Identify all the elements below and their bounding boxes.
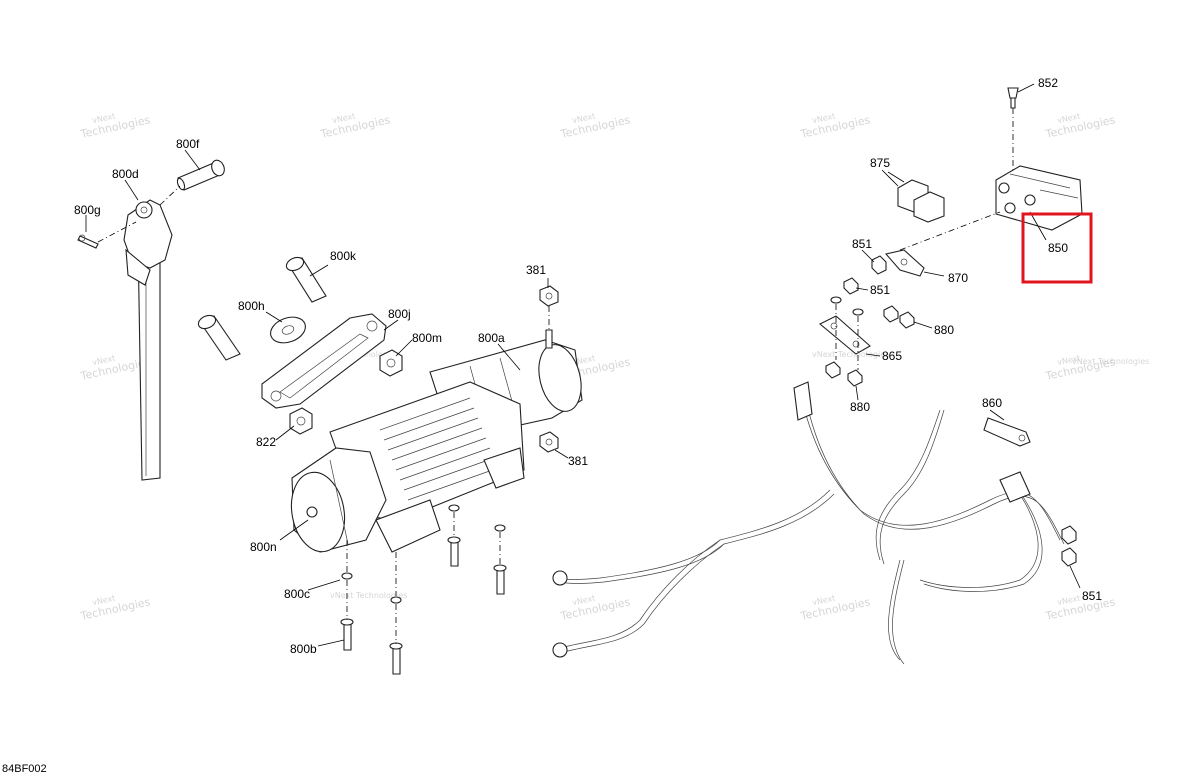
nut-381-top (539, 285, 559, 307)
callout-800m: 800m (412, 331, 442, 345)
nut-880-a (883, 305, 915, 329)
fairlead-parts (197, 256, 403, 435)
callout-800g: 800g (74, 203, 101, 217)
watermark: vNext Technologies (79, 111, 152, 140)
watermark: vNext Technologies (559, 593, 632, 622)
callout-880-a: 880 (934, 323, 954, 337)
bracket-865 (819, 315, 871, 355)
watermark-inline: vNext Technologies (330, 591, 407, 600)
winch-body-800a (290, 329, 583, 553)
callout-labels: 800f 800d 800g 800k 800h 800j 800m 800a … (74, 76, 1102, 656)
watermark: vNext Technologies (799, 593, 872, 622)
watermark: vNext Technologies (559, 111, 632, 140)
winch-rope-assembly (77, 149, 225, 481)
watermark: vNext Technologies (79, 593, 152, 622)
document-id: 84BF002 (2, 763, 47, 775)
relay-875 (897, 179, 945, 223)
callout-865: 865 (882, 349, 902, 363)
callout-880-b: 880 (850, 400, 870, 414)
callout-800f: 800f (176, 137, 200, 151)
contactor-850 (995, 165, 1083, 231)
clip-860 (983, 417, 1031, 447)
callout-800k: 800k (330, 249, 357, 263)
watermark: vNext Technologies (319, 111, 392, 140)
nut-822 (289, 407, 313, 435)
leader-lines (265, 83, 1047, 647)
wiring-harness (552, 381, 1081, 665)
callout-800a: 800a (478, 331, 505, 345)
gearbox-800n (290, 447, 387, 553)
bracket-870 (884, 249, 925, 277)
callout-800n: 800n (250, 540, 277, 554)
nut-851-b (843, 277, 859, 295)
nut-800m (379, 349, 403, 377)
bolt-800h (197, 314, 241, 361)
callout-800d: 800d (112, 167, 139, 181)
nut-851-a (871, 255, 887, 275)
winch-drum (379, 397, 499, 501)
watermark: vNext Technologies (799, 111, 872, 140)
callout-381-bottom: 381 (568, 454, 588, 468)
washer (270, 316, 306, 344)
callout-851-c: 851 (1082, 589, 1102, 603)
nut-381-bottom (539, 431, 559, 453)
callout-800j: 800j (388, 307, 411, 321)
callout-800b: 800b (290, 642, 317, 656)
callout-860: 860 (982, 396, 1002, 410)
nut-880-b (825, 361, 863, 387)
callout-850: 850 (1048, 241, 1068, 255)
cotter-pin-800g (77, 234, 99, 249)
watermark-inline: vNext Technologies (1072, 357, 1149, 366)
watermark: vNext Technologies (1044, 593, 1117, 622)
callout-851-b: 851 (870, 283, 890, 297)
callout-800c: 800c (284, 587, 310, 601)
fairlead-plate-800j (261, 313, 387, 409)
callout-381-top: 381 (526, 263, 546, 277)
contactor-assembly (819, 87, 1083, 447)
watermark-inline: vNext Technologies (812, 350, 889, 359)
highlight-box-850 (1021, 212, 1093, 284)
clevis-pin-800f (176, 159, 225, 191)
callout-800h: 800h (238, 299, 265, 313)
callout-875: 875 (870, 156, 890, 170)
callout-822: 822 (256, 435, 276, 449)
callout-870: 870 (948, 271, 968, 285)
screw-852 (1007, 87, 1019, 109)
bolt-800k (285, 256, 327, 303)
watermark-layer: vNext Technologies vNext Technologies vN… (79, 111, 1150, 622)
callout-851-a: 851 (852, 237, 872, 251)
watermark: vNext Technologies (1044, 111, 1117, 140)
mounting-hardware (340, 504, 507, 675)
callout-852: 852 (1038, 76, 1058, 90)
